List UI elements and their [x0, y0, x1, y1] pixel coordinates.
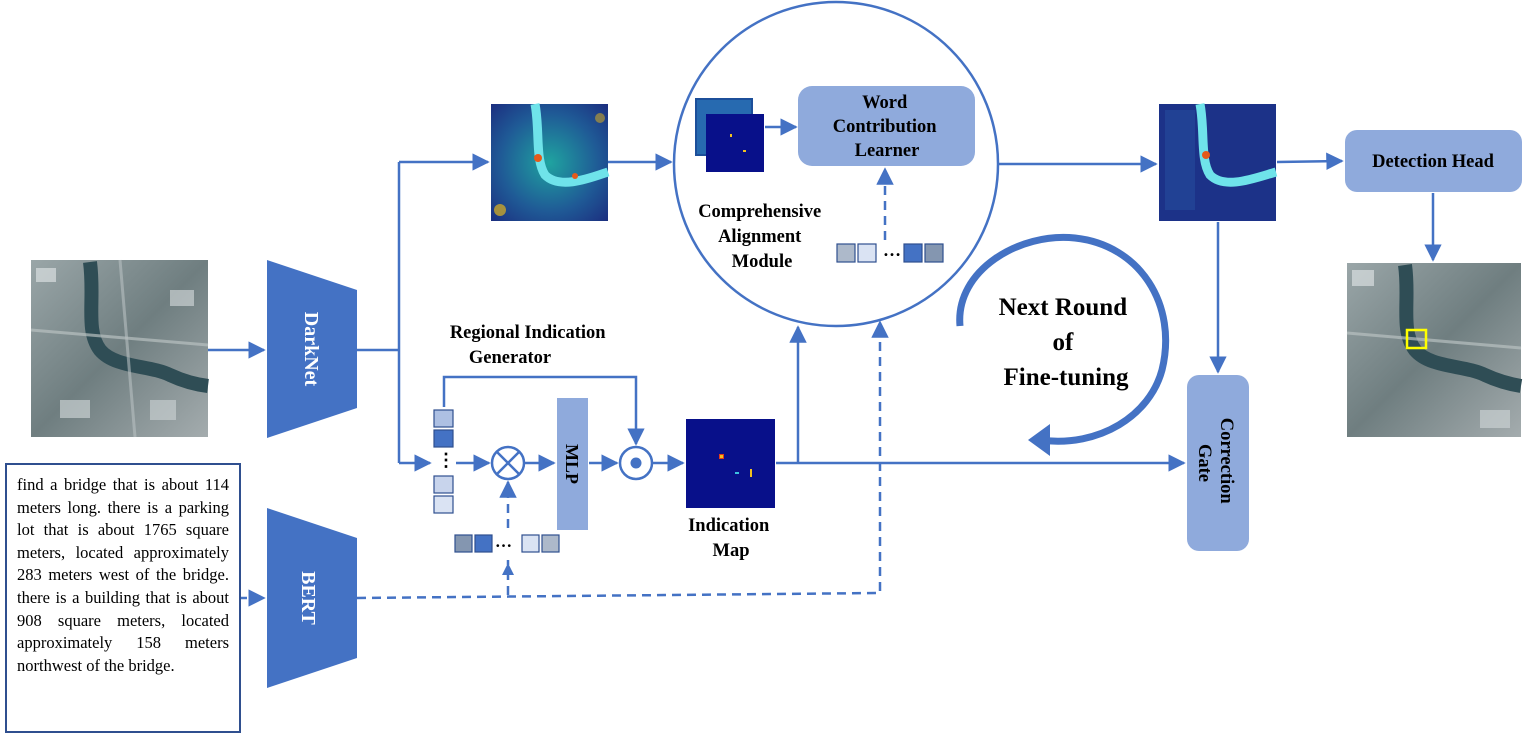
indication-map-image: [686, 419, 775, 508]
next-round-label: Next Round of Fine-tuning: [999, 294, 1134, 391]
dot-product-icon: [618, 445, 654, 481]
multiply-icon: [490, 445, 526, 481]
output-satellite-image: [1346, 263, 1523, 437]
connectors: [208, 118, 1442, 472]
correction-gate-text: Correction Gate: [1194, 418, 1236, 509]
query-text-box: find a bridge that is about 114 meters l…: [5, 463, 241, 733]
mlp-label: MLP: [562, 444, 582, 484]
regional-indication-label: Regional Indication Generator: [450, 323, 610, 368]
detection-head-label: Detection Head: [1372, 152, 1494, 172]
visual-feature-heatmap: [491, 103, 610, 221]
bert-backbone: [267, 508, 357, 688]
feature-vector-column: ⋮: [433, 409, 455, 514]
detection-box: [1405, 328, 1428, 350]
refined-feature-heatmap: [1159, 103, 1278, 221]
dashed-connectors: [238, 167, 894, 607]
correction-gate-box: [1187, 375, 1249, 551]
detection-head-box: [1345, 130, 1522, 192]
query-text: find a bridge that is about 114 meters l…: [17, 475, 229, 675]
indication-map-label: Indication Map: [688, 516, 774, 561]
input-satellite-image: [30, 259, 209, 438]
alignment-feature-maps: [695, 98, 764, 172]
bert-label: BERT: [297, 571, 319, 625]
text-token-row: …: [454, 532, 560, 553]
alignment-module-label: Comprehensive Alignment Module: [698, 202, 826, 272]
svg-text:…: …: [495, 532, 512, 551]
darknet-label: DarkNet: [300, 312, 322, 387]
word-contribution-learner-box: [798, 86, 975, 166]
word-contribution-learner-label: Word Contribution Learner: [833, 93, 941, 161]
darknet-backbone: [267, 260, 357, 438]
svg-text:⋮: ⋮: [437, 450, 455, 470]
ellipsis-icon: …: [883, 240, 901, 260]
loop-arrow-icon: [956, 233, 1170, 456]
mlp-box: [557, 398, 588, 530]
word-token-row: …: [836, 240, 944, 263]
